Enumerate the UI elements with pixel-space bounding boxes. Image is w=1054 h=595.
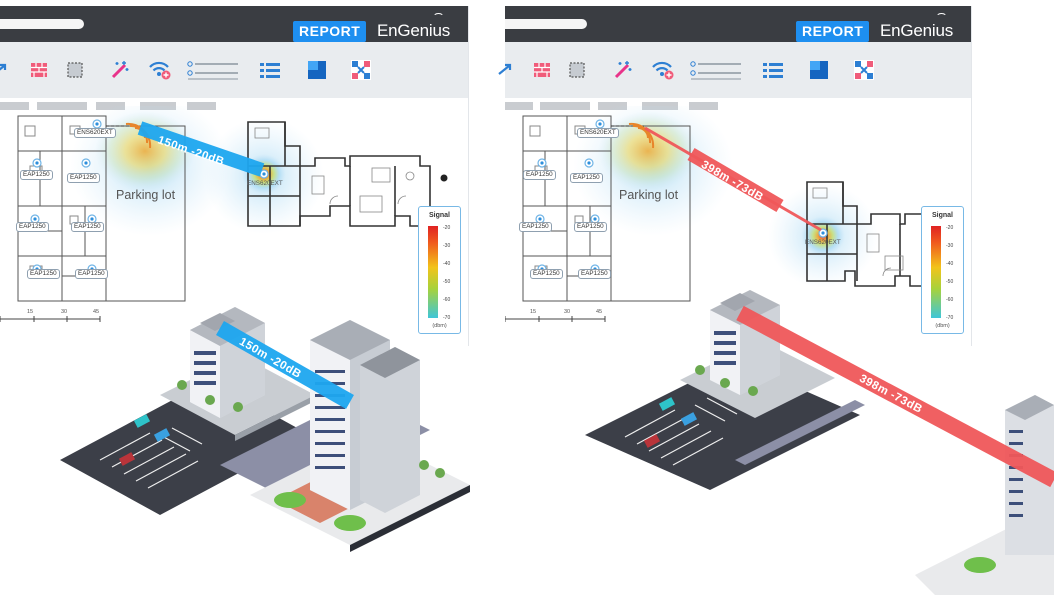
window-title-placeholder [505, 19, 587, 29]
right-report-window: REPORT EnGenius [498, 6, 972, 346]
engenius-logo: EnGenius [377, 13, 451, 42]
ap-label: EAP1250 [27, 269, 60, 279]
parking-lot-label: Parking lot [116, 188, 176, 202]
right-isometric-scene [585, 290, 1054, 595]
toolbar [0, 42, 468, 98]
signal-legend: Signal -20 -30 -40 -50 -60 -70 (dbm) [418, 206, 461, 334]
engenius-logo: EnGenius [880, 13, 954, 42]
wifi-add-icon[interactable] [649, 57, 677, 83]
legend-tick: -40 [443, 261, 451, 267]
scale-number: 15 [27, 309, 34, 315]
legend-tick: -50 [443, 279, 451, 285]
legend-tick: -70 [443, 315, 451, 321]
signal-legend: Signal -20 -30 -40 -50 -60 -70 (dbm) [921, 206, 964, 334]
ap-label: ENS620EXT [74, 128, 116, 138]
brand-text: EnGenius [880, 21, 954, 40]
area-select-icon[interactable] [563, 57, 591, 83]
legend-unit: (dbm) [432, 323, 447, 329]
left-report-window: REPORT EnGenius [0, 6, 469, 346]
window-titlebar: REPORT EnGenius [0, 6, 468, 42]
scale-number: 45 [596, 309, 603, 315]
area-select-icon[interactable] [61, 57, 89, 83]
toolbar [498, 42, 971, 98]
nav-tab[interactable] [187, 102, 216, 110]
ap-label: EAP1250 [570, 173, 603, 183]
brick-wall-icon[interactable] [528, 57, 556, 83]
ap-label: EAP1250 [20, 170, 53, 180]
legend-tick: -30 [946, 243, 954, 249]
window-titlebar: REPORT EnGenius [505, 6, 971, 42]
ap-label: EAP1250 [523, 170, 556, 180]
legend-tick: -70 [946, 315, 954, 321]
legend-tick: -20 [946, 225, 954, 231]
ap-label: ENS620EXT [805, 239, 841, 246]
legend-title: Signal [428, 212, 450, 219]
legend-unit: (dbm) [935, 323, 950, 329]
layer-list-icon[interactable] [184, 57, 240, 83]
logo-wifi-arc [936, 13, 948, 21]
nav-tab[interactable] [505, 102, 533, 110]
ap-label: EAP1250 [16, 222, 49, 232]
magic-wand-icon[interactable] [609, 57, 637, 83]
share-icon[interactable] [0, 57, 14, 83]
ap-label: EAP1250 [67, 173, 100, 183]
list-icon[interactable] [256, 57, 284, 83]
network-map-icon[interactable] [347, 57, 375, 83]
legend-tick: -60 [946, 297, 954, 303]
nav-tab[interactable] [0, 102, 29, 110]
floor-plan-icon[interactable] [805, 57, 833, 83]
brick-wall-icon[interactable] [25, 57, 53, 83]
window-title-placeholder [0, 19, 84, 29]
ap-label: EAP1250 [574, 222, 607, 232]
report-button[interactable]: REPORT [293, 21, 367, 42]
list-icon[interactable] [759, 57, 787, 83]
left-isometric-scene [60, 307, 470, 552]
site-floor-plan [0, 106, 448, 322]
ap-label: EAP1250 [519, 222, 552, 232]
legend-title: Signal [931, 212, 953, 219]
ap-label: EAP1250 [530, 269, 563, 279]
legend-tick: -50 [946, 279, 954, 285]
scale-number: 30 [564, 309, 571, 315]
legend-tick: -60 [443, 297, 451, 303]
brand-text: EnGenius [377, 21, 451, 40]
magic-wand-icon[interactable] [106, 57, 134, 83]
signal-gradient [428, 226, 438, 318]
network-map-icon[interactable] [850, 57, 878, 83]
ap-label: EAP1250 [75, 269, 108, 279]
nav-tab[interactable] [37, 102, 87, 110]
legend-tick: -30 [443, 243, 451, 249]
report-button[interactable]: REPORT [796, 21, 870, 42]
ap-label: ENS620EXT [577, 128, 619, 138]
parking-lot-label: Parking lot [619, 188, 679, 202]
ap-label: ENS620EXT [247, 180, 283, 187]
scale-number: 45 [93, 309, 100, 315]
signal-gradient [931, 226, 941, 318]
legend-tick: -20 [443, 225, 451, 231]
layer-list-icon[interactable] [687, 57, 743, 83]
site-floor-plan [505, 106, 926, 322]
ap-label: EAP1250 [578, 269, 611, 279]
nav-tab[interactable] [689, 102, 718, 110]
scale-number: 15 [530, 309, 537, 315]
wifi-add-icon[interactable] [146, 57, 174, 83]
share-icon[interactable] [491, 57, 519, 83]
ap-label: EAP1250 [71, 222, 104, 232]
scale-number: 30 [61, 309, 68, 315]
floor-plan-icon[interactable] [303, 57, 331, 83]
legend-tick: -40 [946, 261, 954, 267]
logo-wifi-arc [433, 13, 445, 21]
nav-tab[interactable] [540, 102, 590, 110]
